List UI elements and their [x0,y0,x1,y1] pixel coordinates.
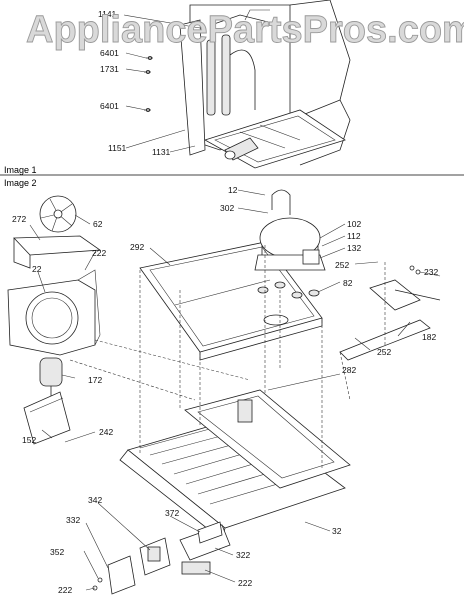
callout-242: 242 [99,427,113,437]
callout-302: 302 [220,203,234,213]
callout-102: 102 [347,219,361,229]
callout-182: 182 [422,332,436,342]
callout-232: 232 [424,267,438,277]
callout-282: 282 [342,365,356,375]
callout-32: 32 [332,526,342,536]
callout-132: 132 [347,243,361,253]
callout-222-top: 222 [92,248,106,258]
watermark: AppliancePartsPros.com [26,9,464,51]
grommets [257,281,320,299]
fan-blade [39,195,77,233]
callout-172: 172 [88,375,102,385]
callout-1131: 1131 [152,147,171,157]
callout-322: 322 [236,550,250,560]
callout-222-left: 222 [58,585,72,595]
callout-1141: 1141 [98,9,117,19]
section-label-image1: Image 1 [4,165,37,175]
callout-12: 12 [228,185,238,195]
image2-drawing [7,189,441,595]
callout-152: 152 [22,435,36,445]
callout-6401-a: 6401 [100,48,119,58]
callout-112: 112 [347,231,361,241]
image1-drawing [123,0,351,169]
callout-1151: 1151 [108,143,127,153]
compressor [254,189,326,271]
callout-1731: 1731 [100,64,119,74]
callout-272: 272 [12,214,26,224]
callout-342: 342 [88,495,102,505]
callout-352: 352 [50,547,64,557]
callout-292: 292 [130,242,144,252]
callout-372: 372 [165,508,179,518]
callout-22: 22 [32,264,42,274]
callout-332: 332 [66,515,80,525]
callout-252-bottom: 252 [377,347,391,357]
callout-6401-b: 6401 [100,101,119,111]
callout-222-right: 222 [238,578,252,588]
callout-252-top: 252 [335,260,349,270]
callout-82: 82 [343,278,353,288]
section-label-image2: Image 2 [4,178,37,188]
callout-62: 62 [93,219,103,229]
